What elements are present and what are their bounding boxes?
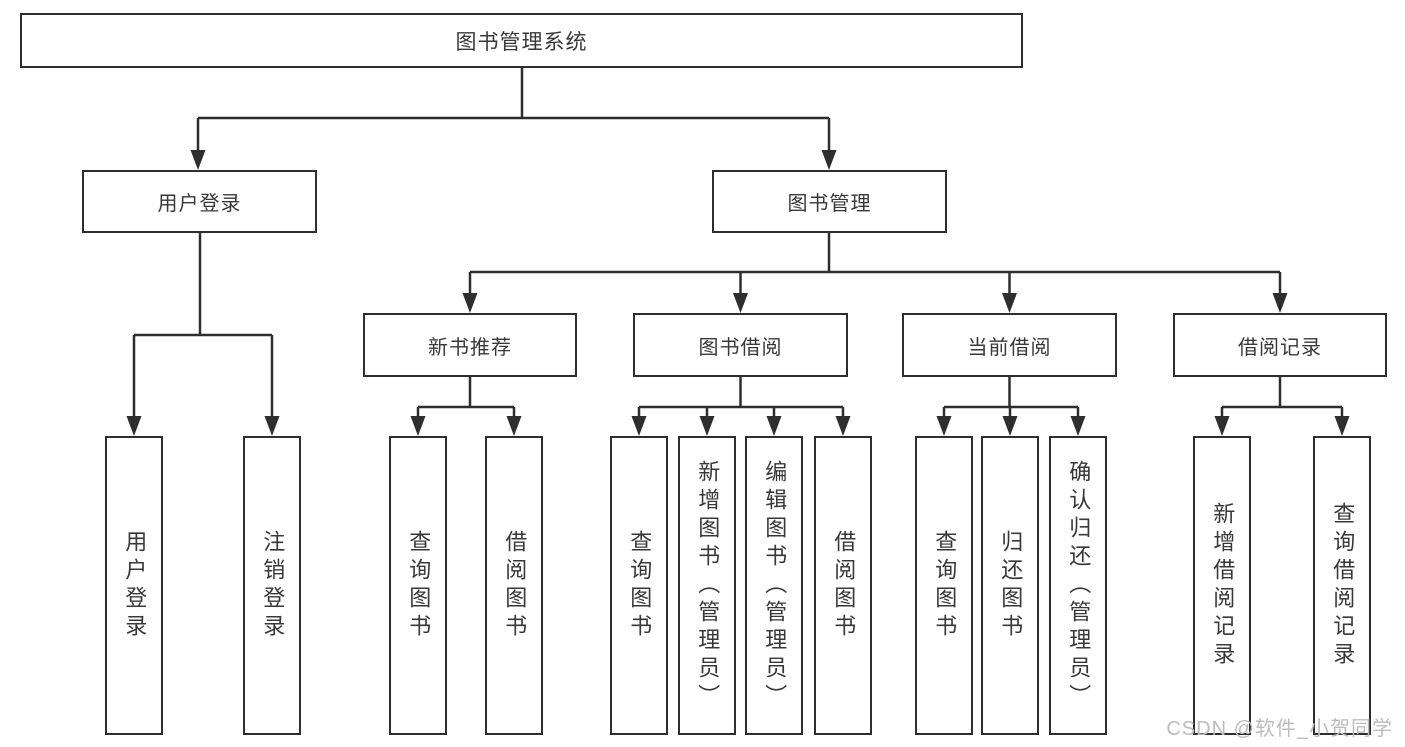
leaf-logout: 注销登录	[243, 436, 301, 735]
node-label: 新书推荐	[428, 336, 512, 359]
node-library-system: 图书管理系统	[20, 13, 1023, 68]
leaf-edit-book-admin: 编辑图书（管理员）	[745, 436, 803, 735]
leaf-label: 用户登录	[122, 529, 148, 642]
node-new-book-recommend: 新书推荐	[363, 313, 577, 377]
node-label: 图书借阅	[698, 336, 783, 359]
node-label: 用户登录	[157, 193, 242, 215]
node-label: 图书管理系统	[455, 30, 588, 54]
leaf-borrowing-query-book: 查询图书	[610, 436, 668, 735]
node-label: 图书管理	[787, 193, 872, 215]
leaf-label: 借阅图书	[831, 529, 857, 642]
leaf-current-query-book: 查询图书	[915, 436, 973, 735]
node-label: 借阅记录	[1238, 336, 1322, 359]
leaf-label: 归还图书	[998, 529, 1024, 642]
leaf-recommend-query-book: 查询图书	[389, 436, 447, 735]
leaf-label: 新增借阅记录	[1210, 501, 1236, 670]
leaf-label: 新增图书（管理员）	[695, 459, 721, 712]
leaf-label: 注销登录	[260, 529, 286, 642]
leaf-user-login: 用户登录	[105, 436, 163, 735]
leaf-label: 查询借阅记录	[1330, 501, 1356, 670]
leaf-confirm-return-admin: 确认归还（管理员）	[1049, 436, 1107, 735]
leaf-add-book-admin: 新增图书（管理员）	[678, 436, 736, 735]
node-label: 当前借阅	[967, 336, 1052, 359]
node-borrowing-records: 借阅记录	[1173, 313, 1387, 377]
arrowheads	[126, 150, 1350, 436]
leaf-return-book: 归还图书	[981, 436, 1039, 735]
csdn-watermark: CSDN @软件_小贺同学	[1166, 718, 1393, 740]
leaf-recommend-borrow-book: 借阅图书	[485, 436, 543, 735]
leaf-label: 查询图书	[406, 529, 432, 642]
leaf-label: 查询图书	[627, 529, 653, 642]
leaf-label: 借阅图书	[502, 529, 528, 642]
node-current-borrowing: 当前借阅	[902, 313, 1117, 377]
node-user-login: 用户登录	[82, 170, 317, 233]
leaf-label: 编辑图书（管理员）	[762, 459, 788, 712]
node-book-management: 图书管理	[712, 170, 947, 233]
leaf-label: 查询图书	[932, 529, 958, 642]
leaf-borrowing-borrow-book: 借阅图书	[814, 436, 872, 735]
leaf-add-borrow-record: 新增借阅记录	[1193, 436, 1251, 735]
leaf-label: 确认归还（管理员）	[1066, 459, 1092, 712]
node-book-borrowing: 图书借阅	[633, 313, 848, 377]
leaf-query-borrow-record: 查询借阅记录	[1313, 436, 1371, 735]
